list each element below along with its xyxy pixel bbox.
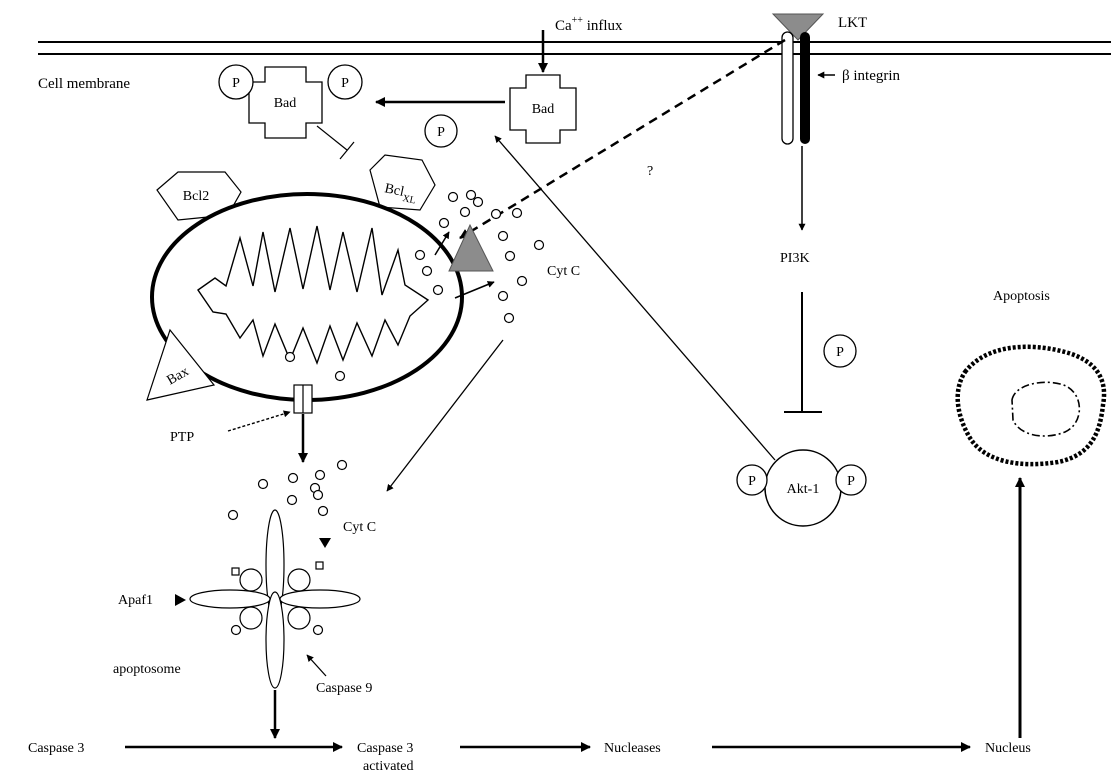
- cell-membrane: [38, 42, 1111, 54]
- unknown-question-mark: ?: [647, 164, 653, 179]
- lkt-toxin-on-mitochondria: [449, 225, 493, 271]
- apaf1-label: Apaf1: [118, 593, 153, 608]
- apoptotic-cell-nucleus: [1012, 382, 1079, 436]
- cytc-vesicle-in-mito-2: [336, 372, 345, 381]
- bcl2-label: Bcl2: [183, 189, 209, 204]
- lkt-toxin-triangle: [773, 14, 823, 40]
- caspase9-pointer: [307, 655, 326, 676]
- apoptosome-label: apoptosome: [113, 662, 181, 677]
- bad-right-label: Bad: [532, 102, 555, 117]
- apaf1-pointer: [175, 594, 186, 606]
- ptp-pointer: [228, 412, 290, 431]
- cytc-vesicle-in-mito: [286, 353, 295, 362]
- bad-inhibition-bar: [340, 142, 354, 159]
- pi3k-label: PI3K: [780, 251, 810, 266]
- phospho-label-bad: P: [437, 125, 445, 140]
- cytochrome-c-cluster-lower: [229, 461, 347, 520]
- akt-to-bad-arrow: [495, 136, 775, 460]
- cyt-c-upper-label: Cyt C: [547, 264, 580, 279]
- bad-inhibition-line: [317, 126, 347, 150]
- nucleus-label: Nucleus: [985, 741, 1031, 756]
- bad-left-phospho-1-label: P: [232, 76, 240, 91]
- phospho-label-pi3k: P: [836, 345, 844, 360]
- caspase3-activated-label-line1: Caspase 3: [357, 741, 413, 756]
- caspase3-activated-label-line2: activated: [363, 759, 414, 774]
- beta-integrin-white-chain: [782, 32, 793, 144]
- akt1-label: Akt-1: [787, 482, 820, 497]
- cyt-c-lower-pointer: [319, 538, 331, 548]
- cyt-c-lower-label: Cyt C: [343, 520, 376, 535]
- apoptotic-cell-outer: [958, 347, 1104, 464]
- lkt-label: LKT: [838, 15, 867, 31]
- cell-membrane-label: Cell membrane: [38, 76, 130, 92]
- bad-left-label: Bad: [274, 96, 297, 111]
- caspase9-label: Caspase 9: [316, 681, 372, 696]
- beta-integrin-black-chain: [800, 32, 810, 144]
- ptp-label: PTP: [170, 430, 194, 445]
- nucleases-label: Nucleases: [604, 741, 661, 756]
- ca-influx-label: Ca++ influx: [555, 15, 623, 34]
- apoptosome-complex: [190, 510, 360, 688]
- akt1-phospho-left-label: P: [748, 474, 756, 489]
- bad-left-phospho-2-label: P: [341, 76, 349, 91]
- akt1-phospho-right-label: P: [847, 474, 855, 489]
- beta-integrin-label: β integrin: [842, 68, 901, 84]
- apoptosis-label: Apoptosis: [993, 289, 1050, 304]
- lkt-to-mitochondria-dashed-arrow: [460, 40, 785, 238]
- caspase3-label: Caspase 3: [28, 741, 84, 756]
